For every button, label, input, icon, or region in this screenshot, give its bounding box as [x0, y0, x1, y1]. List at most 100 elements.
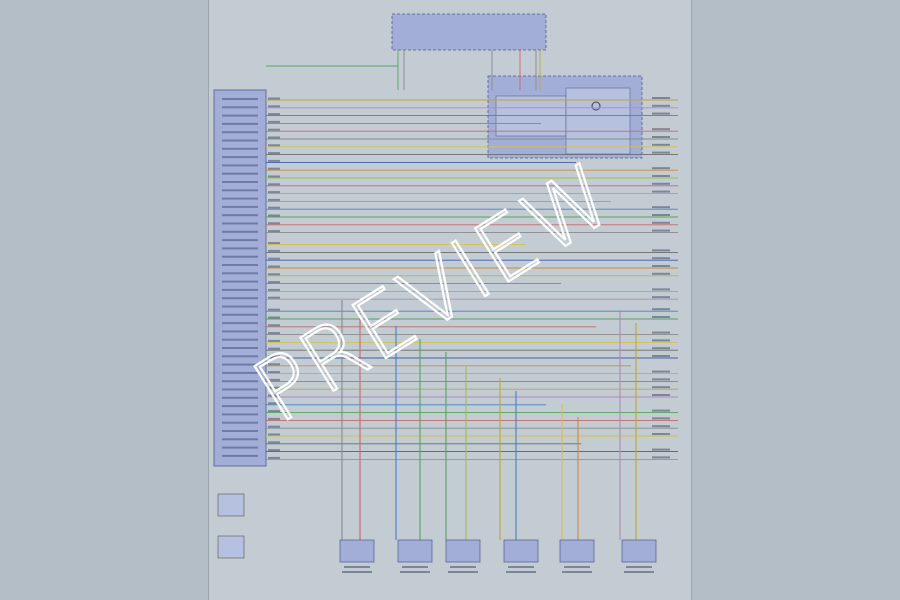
- pin-label-mark: [268, 191, 280, 194]
- pin-label-mark: [652, 249, 670, 252]
- pin-label-mark: [268, 324, 280, 327]
- pin-label-mark: [652, 175, 670, 177]
- ecu-pin-mark: [222, 288, 258, 291]
- ecu-pin-mark: [222, 222, 258, 225]
- pin-label-mark: [652, 288, 670, 291]
- ecu-pin-mark: [222, 230, 258, 233]
- pin-label-mark: [652, 151, 670, 154]
- ecu-pin-mark: [222, 305, 258, 308]
- ecu-pin-mark: [222, 114, 258, 117]
- sensor-connector: [503, 539, 539, 563]
- ecu-pin-mark: [222, 247, 258, 250]
- ecu-pin-mark: [222, 147, 258, 150]
- pin-label-mark: [268, 394, 280, 397]
- pin-label-mark: [268, 152, 280, 155]
- ecu-pin-mark: [222, 347, 258, 349]
- sensor-connector: [445, 539, 481, 563]
- pin-label-mark: [652, 386, 670, 389]
- pin-label-mark: [652, 206, 670, 209]
- pin-label-mark: [652, 417, 670, 420]
- pin-label-mark: [652, 136, 670, 138]
- ecu-pin-mark: [222, 189, 258, 192]
- sensor-label-mark: [400, 571, 430, 573]
- ecu-pin-mark: [222, 438, 258, 441]
- pin-label-mark: [652, 272, 670, 275]
- ecu-pin-mark: [222, 388, 258, 391]
- ecu-pin-mark: [222, 239, 258, 242]
- sensor-label-mark: [626, 566, 652, 568]
- pin-label-mark: [652, 331, 670, 334]
- ecu-pin-mark: [222, 454, 258, 457]
- pin-label-mark: [268, 456, 280, 459]
- pin-label-mark: [652, 308, 670, 311]
- sensor-label-mark: [402, 566, 428, 568]
- sensor-connector: [339, 539, 375, 563]
- pin-label-mark: [652, 296, 670, 299]
- top-relay-box: [391, 13, 547, 51]
- pin-label-mark: [652, 221, 670, 224]
- ecu-pin-mark: [222, 421, 258, 424]
- pin-label-mark: [268, 441, 280, 444]
- pin-label-mark: [652, 409, 670, 412]
- pin-label-mark: [268, 347, 280, 350]
- relay-coil-box: [565, 87, 631, 155]
- pin-label-mark: [652, 378, 670, 381]
- pin-label-mark: [652, 394, 670, 396]
- pin-label-mark: [652, 347, 670, 350]
- pin-label-mark: [268, 296, 280, 299]
- ecu-pin-mark: [222, 98, 258, 100]
- pin-label-mark: [268, 355, 280, 358]
- pin-label-group: [222, 97, 670, 573]
- sensor-group: [339, 539, 657, 563]
- sensor-connector: [621, 539, 657, 563]
- sensor-box-lower: [217, 535, 245, 559]
- ecu-pin-mark: [222, 164, 258, 167]
- pin-label-mark: [652, 456, 670, 459]
- pin-label-mark: [268, 449, 280, 452]
- pin-label-mark: [652, 370, 670, 373]
- ecu-pin-mark: [222, 297, 258, 300]
- pin-label-mark: [268, 417, 280, 420]
- ecu-pin-mark: [222, 156, 258, 159]
- ecu-pin-mark: [222, 371, 258, 374]
- pin-label-mark: [268, 97, 280, 100]
- sensor-connector: [397, 539, 433, 563]
- ecu-pin-mark: [222, 413, 258, 416]
- pin-label-mark: [652, 316, 670, 318]
- control-unit-block: [213, 89, 267, 467]
- pin-label-mark: [652, 104, 670, 107]
- pin-label-mark: [268, 120, 280, 123]
- pin-label-mark: [268, 242, 280, 245]
- ecu-pin-mark: [222, 197, 258, 200]
- pin-label-mark: [268, 339, 280, 342]
- ecu-pin-mark: [222, 255, 258, 258]
- pin-label-mark: [268, 136, 280, 139]
- pin-label-mark: [652, 167, 670, 170]
- pin-label-mark: [268, 249, 280, 252]
- pin-label-mark: [268, 113, 280, 116]
- pin-label-mark: [268, 183, 280, 186]
- pin-label-mark: [652, 425, 670, 428]
- pin-label-mark: [268, 308, 280, 311]
- pin-label-mark: [268, 433, 280, 436]
- pin-label-mark: [652, 433, 670, 435]
- pin-label-mark: [268, 159, 280, 162]
- pin-label-mark: [268, 175, 280, 178]
- ecu-pin-mark: [222, 330, 258, 333]
- pin-label-mark: [268, 425, 280, 428]
- pin-label-mark: [652, 143, 670, 146]
- ecu-pin-mark: [222, 172, 258, 175]
- ecu-pin-mark: [222, 355, 258, 358]
- sensor-label-mark: [508, 566, 534, 568]
- ecu-pin-mark: [222, 272, 258, 275]
- pin-label-mark: [268, 144, 280, 147]
- sensor-connector: [559, 539, 595, 563]
- pin-label-mark: [652, 214, 670, 216]
- ecu-pin-mark: [222, 338, 258, 341]
- pin-label-mark: [652, 229, 670, 232]
- pin-label-mark: [268, 222, 280, 225]
- pin-label-mark: [268, 128, 280, 131]
- pin-label-mark: [652, 448, 670, 451]
- pin-label-mark: [268, 332, 280, 335]
